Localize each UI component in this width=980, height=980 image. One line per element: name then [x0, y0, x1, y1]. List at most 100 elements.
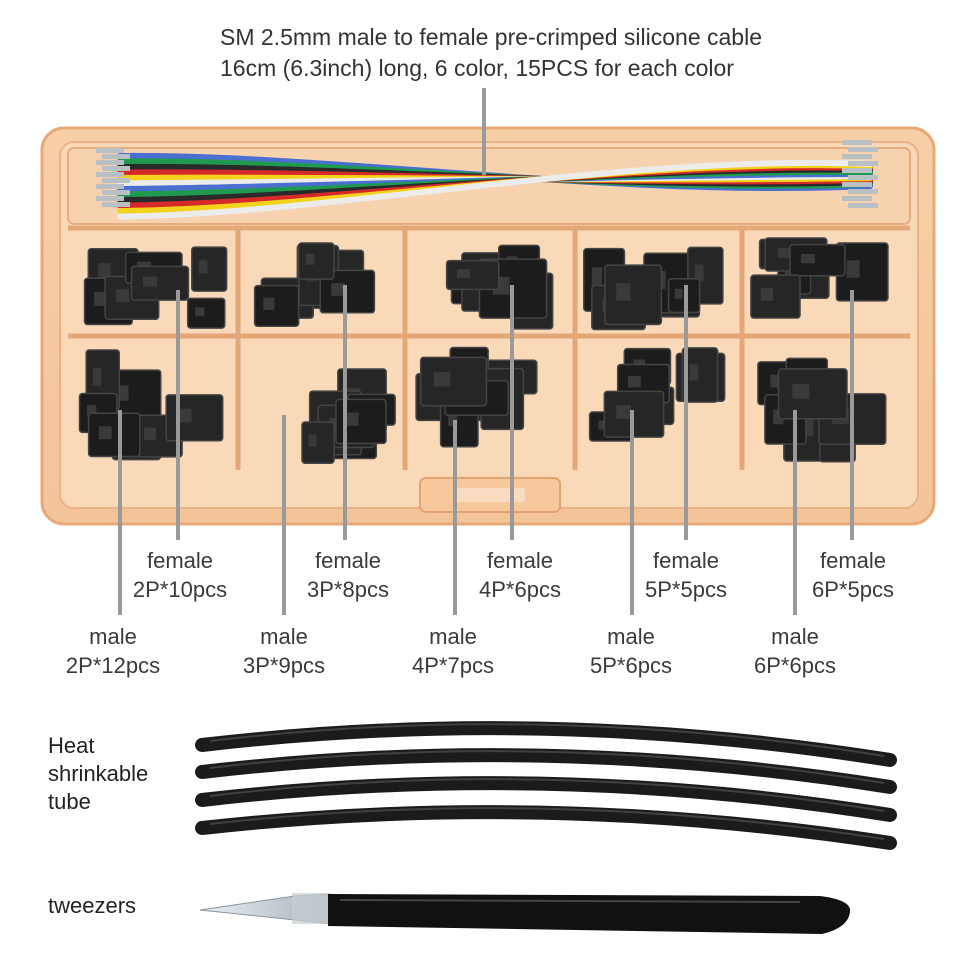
- female-label-count: 6P*5pcs: [812, 577, 894, 602]
- connector-slot: [448, 410, 458, 427]
- connector-housing: [681, 347, 719, 403]
- heat-shrink-highlights: [209, 723, 885, 840]
- female-label-name: female: [486, 548, 554, 573]
- connector-slot: [591, 267, 603, 287]
- connector-slot: [308, 434, 317, 447]
- connector-housing: [87, 412, 141, 458]
- connector-slot: [115, 289, 130, 303]
- female-label-name: female: [146, 548, 214, 573]
- crimp-terminal: [848, 189, 878, 194]
- crimp-terminal: [96, 160, 124, 165]
- tweezers-image: [199, 893, 851, 934]
- connector-slot: [142, 276, 158, 287]
- connector-slot: [177, 408, 192, 423]
- crimp-terminal: [102, 202, 130, 207]
- crimp-terminal: [848, 161, 878, 166]
- connector-housing: [191, 246, 228, 292]
- connector-slot: [263, 297, 275, 310]
- crimp-terminal: [848, 203, 878, 208]
- female-label-count: 4P*6pcs: [479, 577, 561, 602]
- male-label-count: 2P*12pcs: [65, 653, 161, 678]
- connector-slot: [198, 260, 208, 274]
- connector-slot: [627, 375, 641, 388]
- connector-housing: [130, 265, 190, 301]
- connector-slot: [792, 383, 810, 399]
- female-label-name: female: [314, 548, 382, 573]
- connector-slot: [616, 405, 631, 419]
- crimp-terminal: [842, 154, 872, 159]
- heat-shrink-tubes: [195, 721, 897, 850]
- connector-slot: [98, 426, 112, 440]
- connector-housings: [78, 237, 889, 465]
- male-label-count: 3P*9pcs: [243, 653, 325, 678]
- crimp-terminal: [96, 148, 124, 153]
- connector-slot: [457, 269, 471, 278]
- connector-slot: [86, 405, 97, 417]
- leader-lines: [118, 88, 854, 615]
- crimp-terminal: [848, 147, 878, 152]
- male-label-count: 5P*6pcs: [590, 653, 672, 678]
- connector-housing: [301, 421, 335, 465]
- connector-slot: [694, 264, 704, 282]
- cable-wire: [117, 159, 873, 220]
- connector-slot: [800, 253, 815, 264]
- crimp-terminal: [102, 154, 130, 159]
- connector-slot: [92, 367, 102, 386]
- male-label-name: male: [429, 624, 477, 649]
- heat-shrink-label-line-3: tube: [48, 789, 91, 814]
- cable-caption-line-1: SM 2.5mm male to female pre-crimped sili…: [220, 24, 762, 50]
- connector-slot: [345, 412, 359, 426]
- connector-slot: [433, 371, 451, 387]
- connector-slot: [305, 253, 315, 265]
- female-label-3p: female 3P*8pcs: [290, 546, 406, 604]
- connector-slot: [674, 288, 683, 299]
- connector-slot: [331, 283, 345, 296]
- connector-slot: [144, 427, 156, 441]
- connector-housing: [789, 243, 846, 277]
- connector-housing: [186, 297, 226, 329]
- male-label-name: male: [260, 624, 308, 649]
- female-label-name: female: [819, 548, 887, 573]
- crimp-terminal: [842, 196, 872, 201]
- male-label-count: 4P*7pcs: [412, 653, 494, 678]
- crimp-terminal: [848, 175, 878, 180]
- male-label-name: male: [89, 624, 137, 649]
- male-label-2p: male 2P*12pcs: [55, 622, 171, 680]
- cable-caption-line-2: 16cm (6.3inch) long, 6 color, 15PCS for …: [220, 55, 734, 81]
- female-label-count: 5P*5pcs: [645, 577, 727, 602]
- cable-caption: SM 2.5mm male to female pre-crimped sili…: [220, 22, 762, 84]
- crimp-terminal: [96, 196, 124, 201]
- connector-housing: [604, 264, 663, 326]
- crimp-terminal: [96, 172, 124, 177]
- connector-housing: [253, 284, 300, 327]
- connector-housing: [777, 368, 848, 420]
- connector-slot: [689, 364, 699, 381]
- heat-shrink-label-line-1: Heat: [48, 733, 95, 758]
- connector-housing: [335, 398, 387, 445]
- female-label-count: 3P*8pcs: [307, 577, 389, 602]
- connector-housing: [165, 394, 224, 442]
- connector-slot: [777, 247, 793, 258]
- male-label-count: 6P*6pcs: [754, 653, 836, 678]
- crimp-terminal: [842, 168, 872, 173]
- crimp-terminal: [102, 178, 130, 183]
- crimp-terminal: [96, 184, 124, 189]
- storage-box: [40, 126, 936, 526]
- connector-slot: [94, 292, 106, 306]
- male-label-name: male: [771, 624, 819, 649]
- connector-housing: [419, 356, 488, 407]
- connector-housing: [297, 242, 335, 280]
- connector-housing: [319, 269, 376, 314]
- female-label-4p: female 4P*6pcs: [462, 546, 578, 604]
- tweezers-label: tweezers: [48, 893, 137, 918]
- female-label-count: 2P*10pcs: [132, 577, 228, 602]
- female-label-5p: female 5P*5pcs: [628, 546, 744, 604]
- crimp-terminal: [102, 166, 130, 171]
- male-label-name: male: [607, 624, 655, 649]
- female-label-6p: female 6P*5pcs: [795, 546, 911, 604]
- crimp-terminal: [842, 140, 872, 145]
- male-label-6p: male 6P*6pcs: [737, 622, 853, 680]
- connector-slot: [98, 263, 111, 278]
- silicone-cables: [96, 140, 878, 220]
